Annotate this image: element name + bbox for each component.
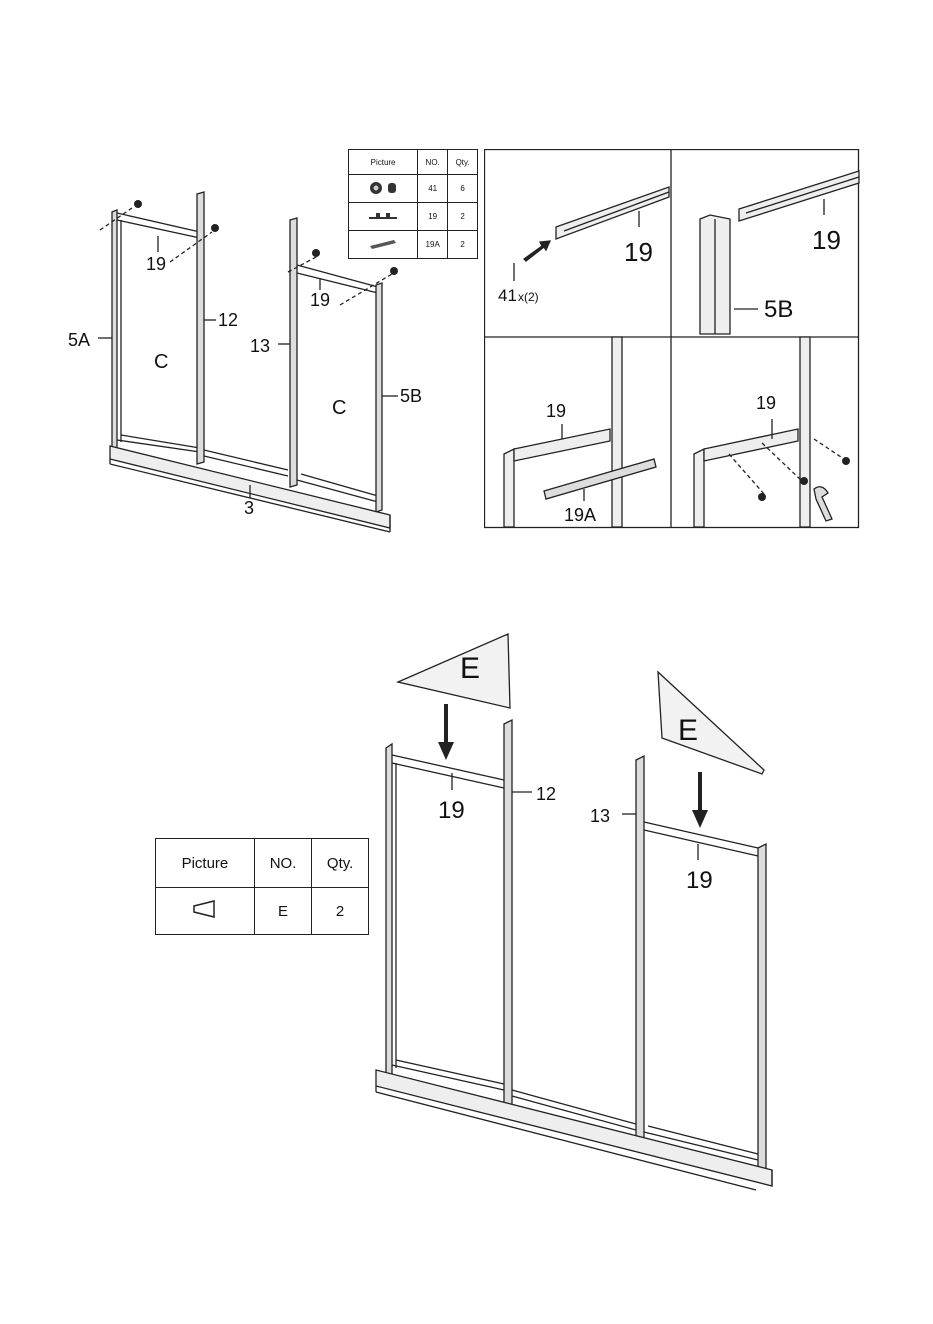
part-no: 19A bbox=[418, 231, 448, 259]
label-panel-c-right: C bbox=[332, 397, 346, 419]
header-no: NO. bbox=[254, 839, 311, 888]
step1-detail-grid: 19 41 x(2) 19 5B 19 19A 19 bbox=[484, 149, 860, 529]
label-panel-5b: 5B bbox=[400, 386, 422, 406]
detail2-post-5b: 5B bbox=[764, 296, 793, 323]
step1-parts-table: Picture NO. Qty. 41 6 19 2 19A 2 bbox=[348, 149, 478, 259]
detail2-part-19: 19 bbox=[812, 225, 841, 255]
step2-gable-diagram: E E 19 19 12 13 bbox=[360, 620, 800, 1200]
table-row: 41 6 bbox=[349, 175, 478, 203]
detail4-part-19: 19 bbox=[756, 393, 776, 413]
header-no: NO. bbox=[418, 150, 448, 175]
label-panel-c-left: C bbox=[154, 351, 168, 373]
part-qty: 6 bbox=[448, 175, 478, 203]
label-rail-19-right: 19 bbox=[686, 867, 713, 894]
detail1-bolt-41: 41 bbox=[498, 286, 517, 305]
detail1-qty: x(2) bbox=[518, 290, 539, 304]
label-rail-19-left: 19 bbox=[438, 797, 465, 824]
header-qty: Qty. bbox=[448, 150, 478, 175]
detail3-part-19: 19 bbox=[546, 401, 566, 421]
label-rail-19-left: 19 bbox=[146, 254, 166, 274]
part-qty: 2 bbox=[448, 231, 478, 259]
part-no: 19 bbox=[418, 203, 448, 231]
bracket-icon bbox=[349, 231, 418, 259]
header-picture: Picture bbox=[156, 839, 255, 888]
label-rail-19-right: 19 bbox=[310, 290, 330, 310]
header-picture: Picture bbox=[349, 150, 418, 175]
part-qty: 2 bbox=[448, 203, 478, 231]
gable-e-left-label: E bbox=[460, 652, 480, 685]
table-row: 19 2 bbox=[349, 203, 478, 231]
part-no: E bbox=[254, 888, 311, 935]
detail3-bracket-19a: 19A bbox=[564, 505, 596, 525]
part-no: 41 bbox=[418, 175, 448, 203]
nut-bolt-icon bbox=[349, 175, 418, 203]
label-post-13: 13 bbox=[250, 336, 270, 356]
label-post-12: 12 bbox=[536, 784, 556, 804]
table-row: E 2 bbox=[156, 888, 369, 935]
detail1-part-19: 19 bbox=[624, 237, 653, 267]
label-post-12: 12 bbox=[218, 310, 238, 330]
header-qty: Qty. bbox=[312, 839, 369, 888]
label-post-13: 13 bbox=[590, 806, 610, 826]
gable-e-right-label: E bbox=[678, 714, 698, 747]
gable-panel-icon bbox=[156, 888, 255, 935]
part-qty: 2 bbox=[312, 888, 369, 935]
rail-icon bbox=[349, 203, 418, 231]
label-base-3: 3 bbox=[244, 498, 254, 518]
label-panel-5a: 5A bbox=[68, 330, 90, 350]
step2-parts-table: Picture NO. Qty. E 2 bbox=[155, 838, 369, 935]
table-row: 19A 2 bbox=[349, 231, 478, 259]
